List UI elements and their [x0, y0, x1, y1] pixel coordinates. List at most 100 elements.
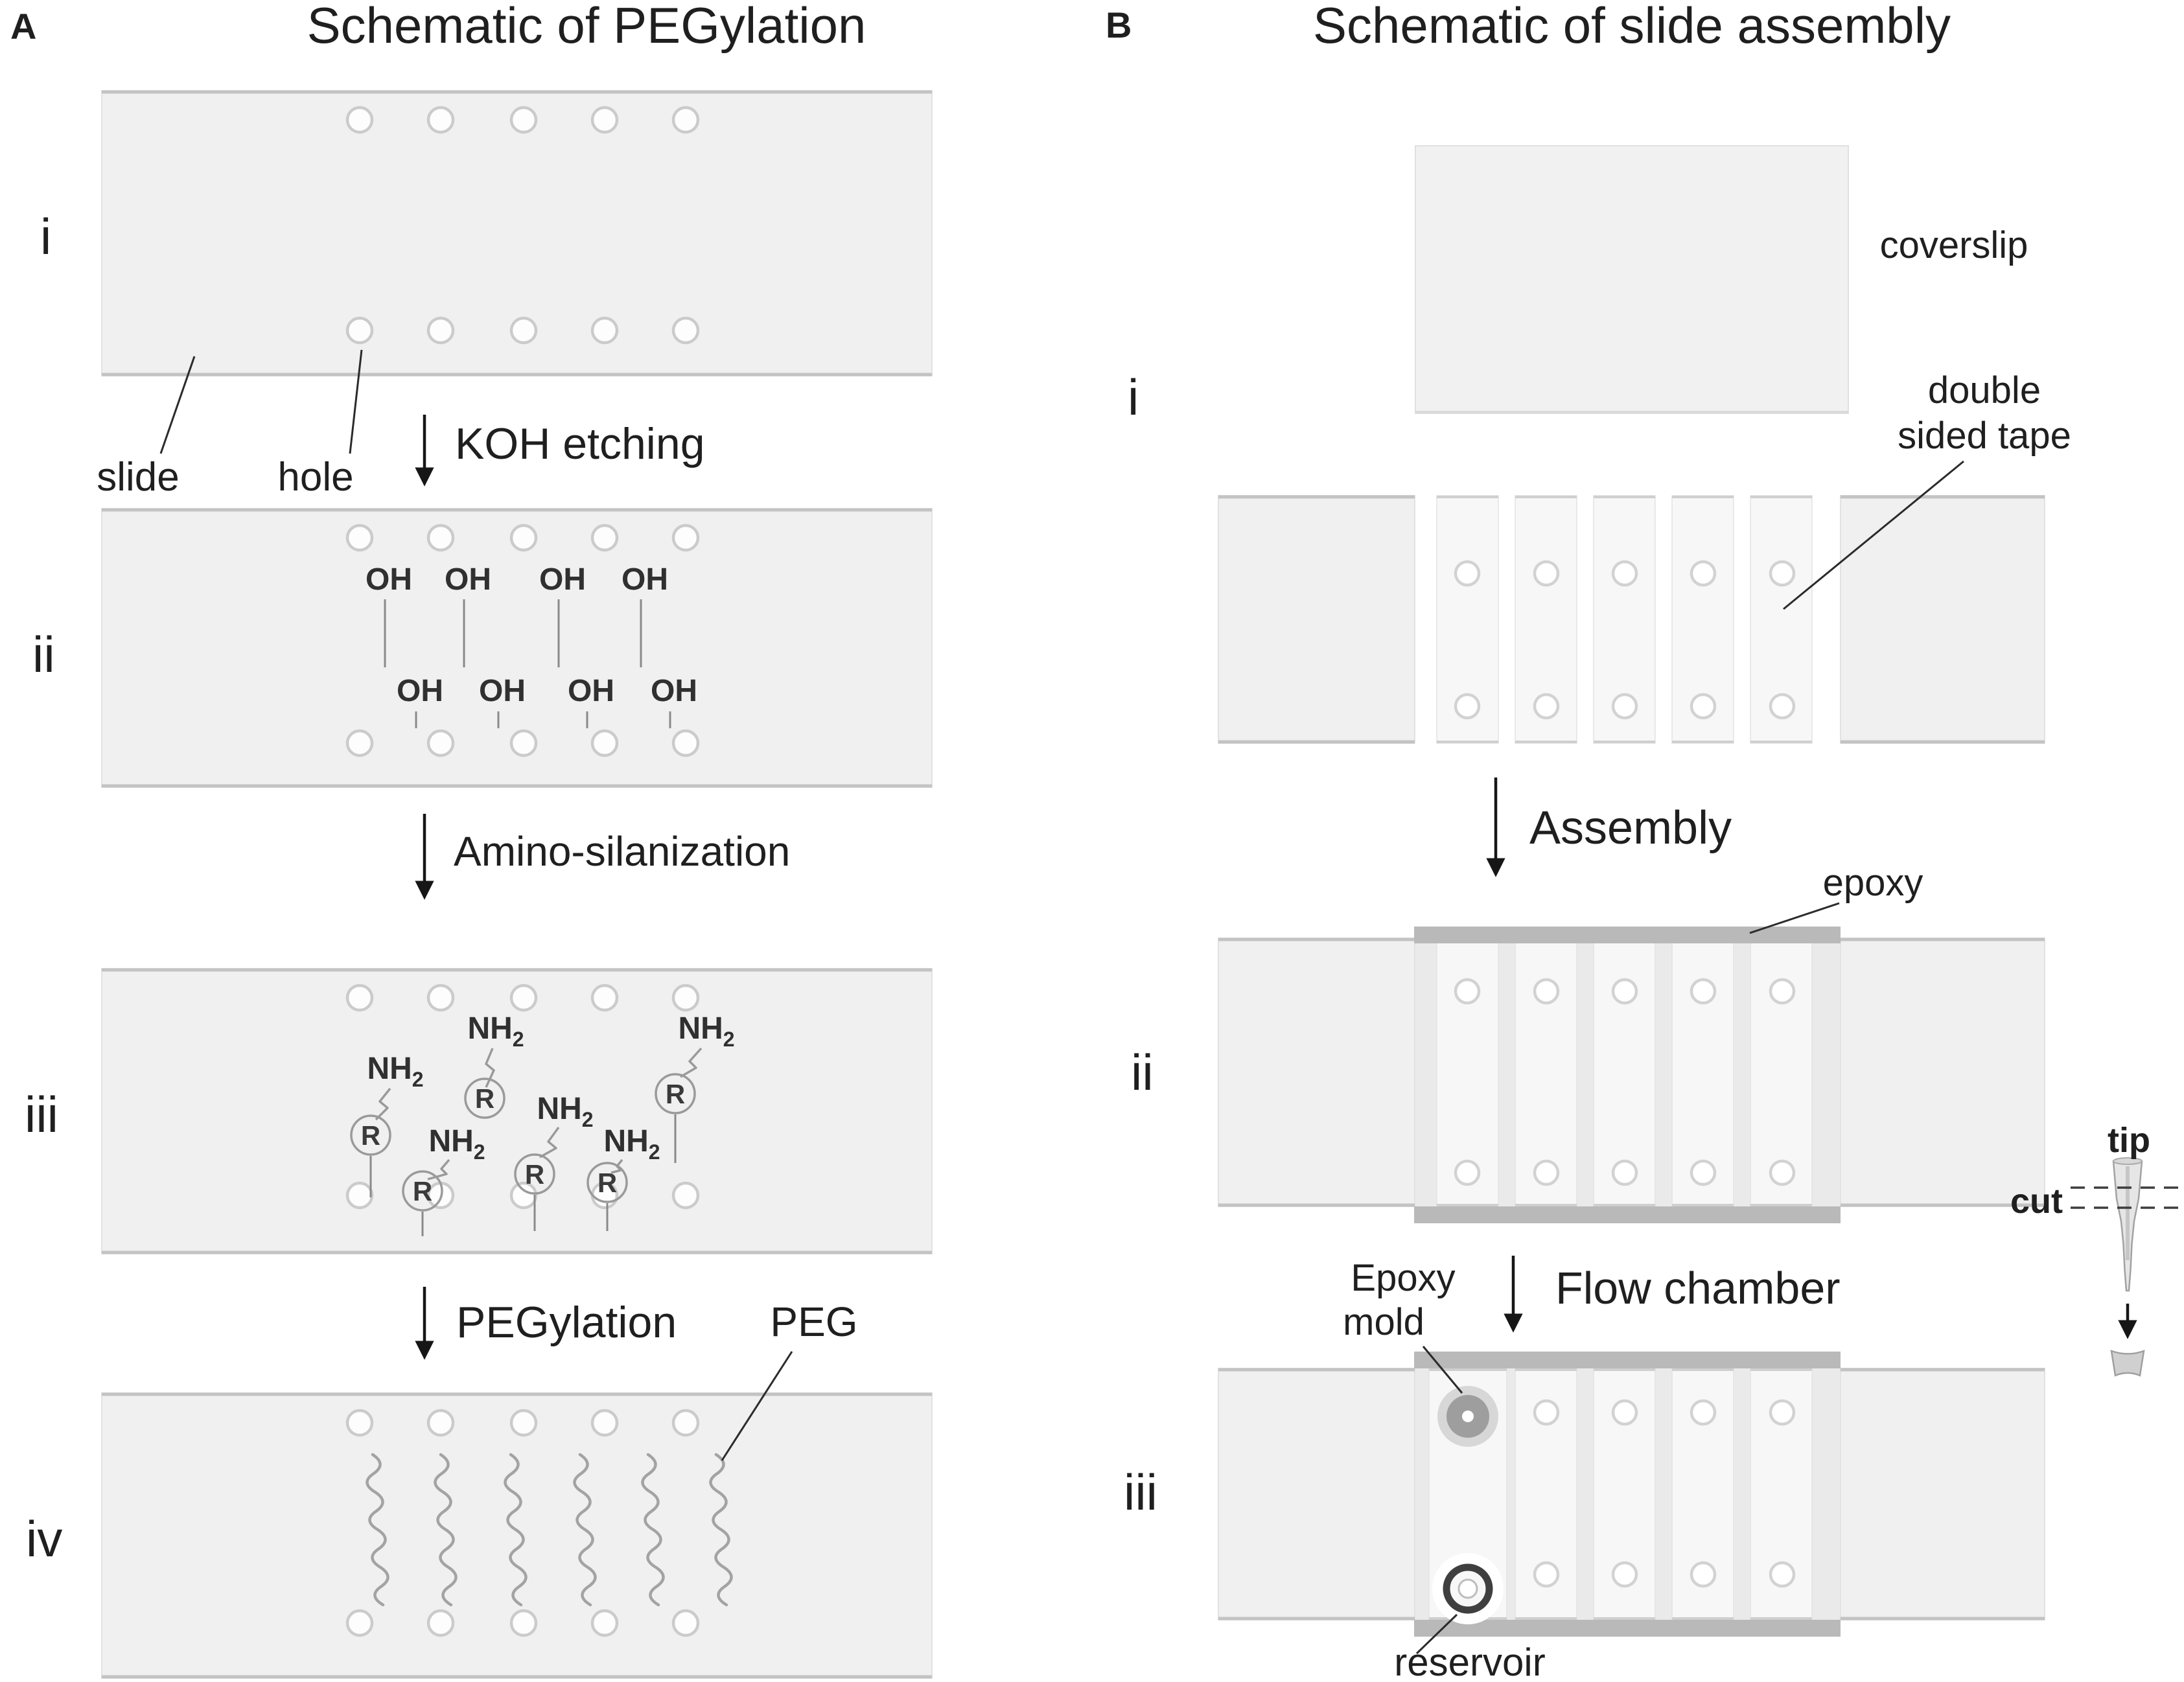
slide-label: slide	[97, 455, 180, 500]
epoxy-bar	[1414, 927, 1841, 943]
nh2-main: NH	[428, 1124, 473, 1158]
peg-leader-line	[721, 1351, 793, 1461]
hole	[1454, 560, 1481, 587]
nh2-main: NH	[467, 1011, 512, 1046]
nh2-r-bond-zigzag	[539, 1126, 560, 1158]
hole	[509, 984, 538, 1012]
hole	[1454, 693, 1481, 720]
r-group-label: R	[525, 1159, 544, 1190]
hole	[509, 524, 538, 552]
hole	[345, 984, 374, 1012]
hole	[671, 1409, 700, 1437]
tape-label-line2: sided tape	[1898, 415, 2071, 457]
nh2-subscript: 2	[582, 1108, 594, 1131]
hole	[426, 984, 455, 1012]
r-group-label: R	[361, 1120, 380, 1151]
panelB-ii-right-glass	[1840, 938, 2045, 1207]
nh2-r-bond-zigzag	[427, 1158, 450, 1181]
r-group-circle	[655, 1073, 696, 1114]
hole	[671, 1609, 700, 1637]
panelA-slide-iii	[101, 968, 933, 1254]
oh-label: OH	[445, 562, 491, 597]
oh-label: OH	[568, 674, 614, 708]
hole	[671, 984, 700, 1012]
nh2-main: NH	[603, 1124, 648, 1158]
nh2-subscript: 2	[649, 1140, 660, 1164]
panel-a-title: Schematic of PEGylation	[307, 0, 866, 54]
hole	[1611, 560, 1638, 587]
panel-b-step-iii: iii	[1124, 1464, 1157, 1521]
hole	[1769, 1159, 1796, 1186]
panel-b-letter: B	[1106, 5, 1132, 45]
hole	[590, 729, 619, 757]
hole	[1611, 1399, 1638, 1426]
hole	[1611, 693, 1638, 720]
nh2-r-bond-zigzag	[680, 1047, 703, 1078]
hole	[671, 1181, 700, 1210]
r-group-circle	[402, 1170, 443, 1212]
hole	[1690, 978, 1717, 1005]
hole	[1611, 1561, 1638, 1588]
r-group-label: R	[666, 1079, 685, 1109]
reservoir-leader-line	[1415, 1613, 1458, 1655]
hole	[1769, 560, 1796, 587]
hole	[509, 316, 538, 345]
hole	[509, 729, 538, 757]
hole-leader-line	[349, 349, 363, 454]
hole	[590, 1609, 619, 1637]
hole	[426, 1409, 455, 1437]
oh-label: OH	[622, 562, 668, 597]
hole	[345, 106, 374, 134]
tip-label: tip	[2108, 1121, 2150, 1160]
hole	[590, 984, 619, 1012]
panelB-iii-right-glass	[1840, 1368, 2045, 1620]
amino-silanization-label: Amino-silanization	[454, 828, 790, 875]
reservoir-label: reservoir	[1394, 1641, 1545, 1682]
r-group-circle	[464, 1077, 505, 1119]
nh2-main: NH	[367, 1052, 412, 1086]
hole	[1533, 978, 1560, 1005]
panelB-iii-left-glass	[1218, 1368, 1415, 1620]
epoxy-leader-line	[1749, 902, 1840, 934]
panelB-i-right-glass	[1840, 495, 2045, 744]
nh2-label: NH2	[603, 1124, 660, 1164]
hole	[426, 316, 455, 345]
epoxy-mold-label-line2: mold	[1343, 1301, 1424, 1343]
hole	[1690, 1561, 1717, 1588]
hole	[1769, 978, 1796, 1005]
nh2-label: NH2	[367, 1052, 423, 1091]
epoxy-mold-label-line1: Epoxy	[1351, 1257, 1455, 1299]
panel-a-step-i: i	[40, 208, 51, 265]
hole	[345, 524, 374, 552]
slide-leader-line	[159, 356, 196, 454]
r-group-circle	[587, 1162, 628, 1203]
nh2-r-bond-zigzag	[485, 1048, 495, 1088]
hole	[590, 106, 619, 134]
hole	[1769, 1399, 1796, 1426]
hole	[1769, 1561, 1796, 1588]
peg-squiggle	[434, 1453, 458, 1607]
r-group-label: R	[475, 1083, 494, 1114]
hole	[1533, 1159, 1560, 1186]
hole	[345, 1181, 374, 1210]
nh2-label: NH2	[467, 1011, 524, 1051]
hole	[1690, 560, 1717, 587]
hole	[1611, 1159, 1638, 1186]
epoxy-bar	[1414, 1620, 1841, 1637]
cut-tip-piece	[2110, 1350, 2145, 1377]
nh2-label: NH2	[428, 1124, 485, 1164]
coverslip-rect	[1415, 145, 1849, 414]
oh-label: OH	[651, 674, 697, 708]
peg-squiggle	[641, 1453, 665, 1607]
oh-label: OH	[366, 562, 412, 597]
panel-a-step-ii: ii	[32, 626, 55, 683]
epoxy-label: epoxy	[1823, 862, 1923, 904]
koh-etching-label: KOH etching	[455, 419, 705, 468]
hole	[345, 316, 374, 345]
pegylation-label: PEGylation	[456, 1298, 677, 1347]
hole	[1769, 693, 1796, 720]
panelA-slide-iv	[101, 1392, 933, 1679]
hole	[671, 316, 700, 345]
panelB-i-left-glass	[1218, 495, 1415, 744]
